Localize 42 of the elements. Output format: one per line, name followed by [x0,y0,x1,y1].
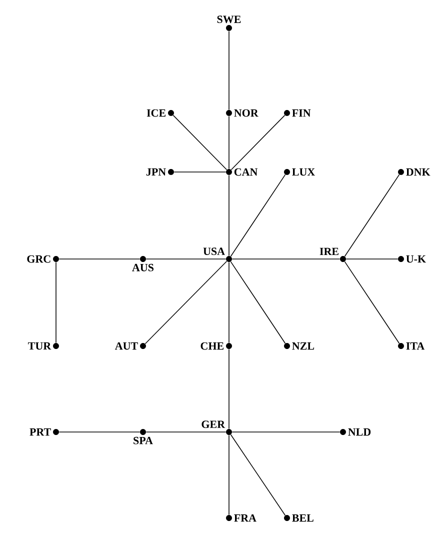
node-label: LUX [292,168,315,176]
node-label: ITA [406,342,425,350]
node-label: AUS [132,264,154,272]
node-label: IRE [320,248,338,256]
connector-line [228,30,230,110]
connector-line [230,174,286,257]
node-label: DNK [406,168,430,176]
connector-line [228,174,230,256]
node-label: NOR [234,109,258,117]
connector-line [172,114,228,170]
node-label: NLD [348,428,371,436]
node-label: USA [203,248,225,256]
node-label: SPA [134,436,153,444]
connector-line [58,258,140,260]
connector-line [344,261,400,344]
node-label: NZL [292,342,314,350]
connector-line [232,258,340,260]
connector-line [346,258,398,260]
node-label: BEL [292,514,314,522]
connector-line [230,114,286,170]
node-label: GRC [27,255,50,263]
connector-line [228,262,230,344]
node-label: FIN [292,109,311,117]
node-label: PRT [30,428,51,436]
node-label: AUT [114,342,138,350]
connector-line [228,116,230,170]
connector-line [228,434,230,516]
node-label: ICE [146,109,166,117]
node-label: CHE [200,342,224,350]
connector-line [146,258,226,260]
node-label: GER [202,420,226,428]
node-label: JPN [146,168,166,176]
connector-line [344,174,400,257]
connector-line [230,434,286,516]
connector-line [230,261,286,344]
node-label: U-K [406,255,426,263]
connector-line [144,260,228,344]
connector-line [228,348,230,430]
node-label: FRA [234,514,256,522]
node-label: TUR [28,342,52,350]
node-label: CAN [234,168,258,176]
node-label: SWE [217,16,241,24]
